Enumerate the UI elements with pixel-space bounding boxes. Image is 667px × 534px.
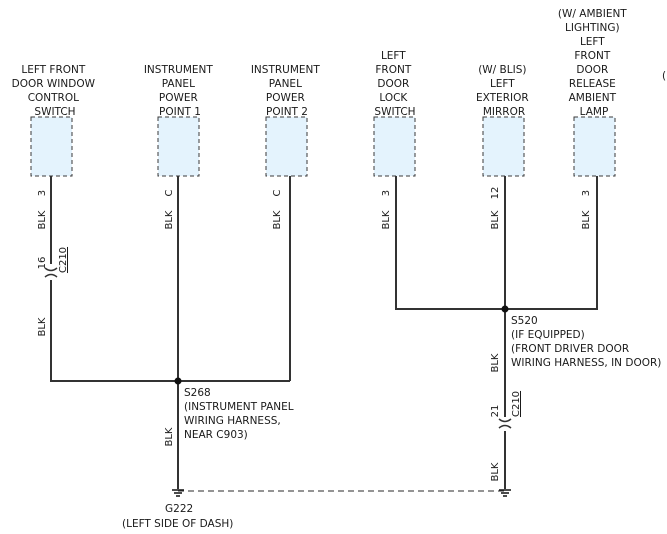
wire-color-1: BLK: [37, 210, 48, 229]
wire-label-s268-ground: BLK: [164, 427, 175, 446]
connector-c210-right-upper-arc: [498, 418, 512, 423]
wire-1-lower[interactable]: [50, 280, 290, 382]
connector-c210-left[interactable]: [44, 267, 58, 278]
wire-label-s520-upper: BLK: [490, 353, 501, 372]
splice-s520-dot[interactable]: [501, 305, 509, 313]
splice-s520-label: S520 (IF EQUIPPED) (FRONT DRIVER DOOR WI…: [511, 315, 661, 369]
pin-label-4: 3: [381, 190, 392, 196]
connector-c210-left-upper-arc: [44, 267, 58, 272]
component-6-label: (W/ AMBIENT LIGHTING) LEFT FRONT DOOR RE…: [558, 8, 630, 118]
component-4-label: LEFT FRONT DOOR LOCK SWITCH: [374, 50, 415, 118]
wire-label-s520-lower: BLK: [490, 462, 501, 481]
ground-name: G222: [165, 503, 193, 515]
wire-color-3: BLK: [272, 210, 283, 229]
connector-c210-left-name: C210: [58, 247, 69, 273]
pin-label-6: 3: [581, 190, 592, 196]
pin-label-2: C: [164, 189, 175, 196]
wire-color-6: BLK: [581, 210, 592, 229]
component-1-label: LEFT FRONT DOOR WINDOW CONTROL SWITCH: [12, 64, 99, 118]
splice-s268-label: S268 (INSTRUMENT PANEL WIRING HARNESS, N…: [184, 387, 297, 441]
wire-color-2: BLK: [164, 210, 175, 229]
connector-c210-right[interactable]: [498, 418, 512, 429]
component-4-box[interactable]: [373, 116, 416, 177]
ground-symbol-left[interactable]: [172, 489, 184, 497]
connector-c210-right-name: C210: [511, 391, 522, 417]
wire-color-5: BLK: [490, 210, 501, 229]
pin-label-3: C: [272, 189, 283, 196]
pin-label-5: 12: [490, 187, 501, 200]
component-3-label: INSTRUMENT PANEL POWER POINT 2: [251, 64, 323, 118]
component-2-label: INSTRUMENT PANEL POWER POINT 1: [144, 64, 216, 118]
component-5-box[interactable]: [482, 116, 525, 177]
ground-desc: (LEFT SIDE OF DASH): [122, 518, 233, 530]
splice-s268-dot[interactable]: [174, 377, 182, 385]
wire-label-left-lower: BLK: [37, 317, 48, 336]
component-3-box[interactable]: [265, 116, 308, 177]
component-6-box[interactable]: [573, 116, 616, 177]
connector-c210-right-pin: 21: [490, 405, 501, 418]
ground-symbol-right[interactable]: [499, 489, 511, 497]
connector-c210-left-pin: 16: [37, 257, 48, 270]
component-2-box[interactable]: [157, 116, 200, 177]
edge-mark: (: [662, 70, 666, 82]
wire-4-6-junction[interactable]: [395, 176, 598, 310]
connector-c210-right-lower-arc: [498, 424, 512, 429]
wire-color-4: BLK: [381, 210, 392, 229]
connector-c210-left-lower-arc: [44, 273, 58, 278]
component-1-box[interactable]: [30, 116, 73, 177]
component-5-label: (W/ BLIS) LEFT EXTERIOR MIRROR: [476, 64, 532, 118]
pin-label-1: 3: [37, 190, 48, 196]
